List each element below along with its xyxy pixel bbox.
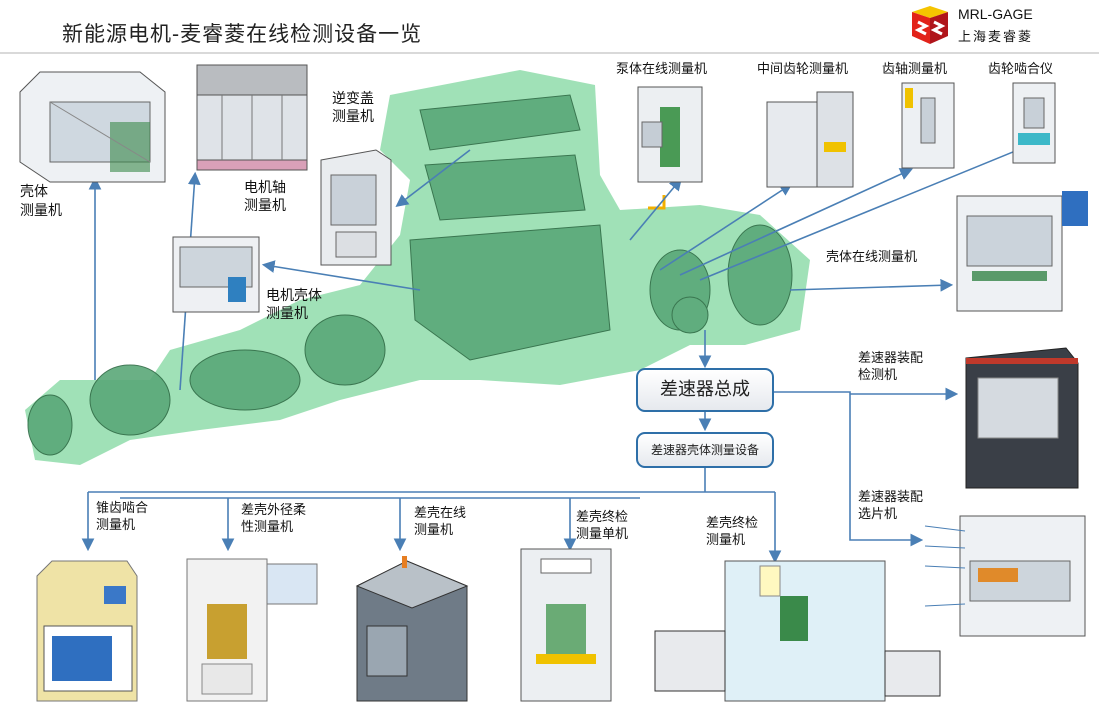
- page-title: 新能源电机-麦睿菱在线检测设备一览: [62, 22, 423, 46]
- bottom-arrows: [81, 492, 782, 564]
- machine-motor-shaft: [192, 60, 312, 175]
- diff-assembly-box: 差速器总成: [636, 368, 774, 412]
- machine-diff-final-single: [516, 544, 616, 706]
- machine-diff-inline: [342, 556, 476, 706]
- label-mid-gear: 中间齿轮测量机: [757, 62, 849, 77]
- machine-housing-inline: [952, 176, 1092, 320]
- label-diff-inline: 差壳在线 测量机: [414, 506, 467, 538]
- title-divider: [0, 52, 1099, 54]
- label-pump-inline: 泵体在线测量机: [616, 62, 708, 77]
- machine-pump-inline: [630, 82, 710, 190]
- label-diff-final: 差壳终检 测量机: [706, 516, 759, 548]
- brand-logo-icon: [908, 4, 952, 46]
- diff-housing-device-box: 差速器壳体测量设备: [636, 432, 774, 468]
- machine-diff-final: [650, 556, 945, 708]
- exploded-parts: [27, 94, 793, 456]
- label-motor-housing: 电机壳体 测量机: [266, 288, 322, 322]
- machine-housing-meas: [10, 62, 170, 192]
- machine-motor-housing: [168, 232, 264, 320]
- brand-name-en: MRL-GAGE: [958, 6, 1033, 22]
- label-gear-mesh: 齿轮啮合仪: [988, 62, 1054, 77]
- label-housing-meas: 壳体 测量机: [20, 184, 62, 219]
- machine-diff-assy-inspect: [956, 338, 1081, 496]
- label-diff-final-single: 差壳终检 测量单机: [576, 510, 629, 542]
- machine-inverter-cover: [316, 140, 396, 270]
- machine-mid-gear: [762, 82, 858, 194]
- label-diff-assy-inspect: 差速器装配 检测机: [858, 351, 924, 383]
- label-bevel-mesh: 锥齿啮合 测量机: [96, 501, 149, 533]
- brand-name-cn: 上海麦睿菱: [958, 30, 1034, 45]
- machine-diff-flex: [182, 554, 322, 706]
- machine-gear-mesh: [1008, 78, 1060, 168]
- label-housing-inline: 壳体在线测量机: [826, 250, 918, 265]
- label-motor-shaft: 电机轴 测量机: [244, 180, 286, 214]
- machine-gear-shaft: [897, 78, 959, 172]
- label-diff-flex: 差壳外径柔 性测量机: [241, 503, 307, 535]
- label-inverter-cover: 逆变盖 测量机: [332, 91, 374, 125]
- machine-bevel-mesh: [32, 556, 142, 706]
- label-gear-shaft: 齿轴测量机: [882, 62, 948, 77]
- machine-diff-assy-shim: [920, 506, 1092, 656]
- label-diff-assy-shim: 差速器装配 选片机: [858, 490, 924, 522]
